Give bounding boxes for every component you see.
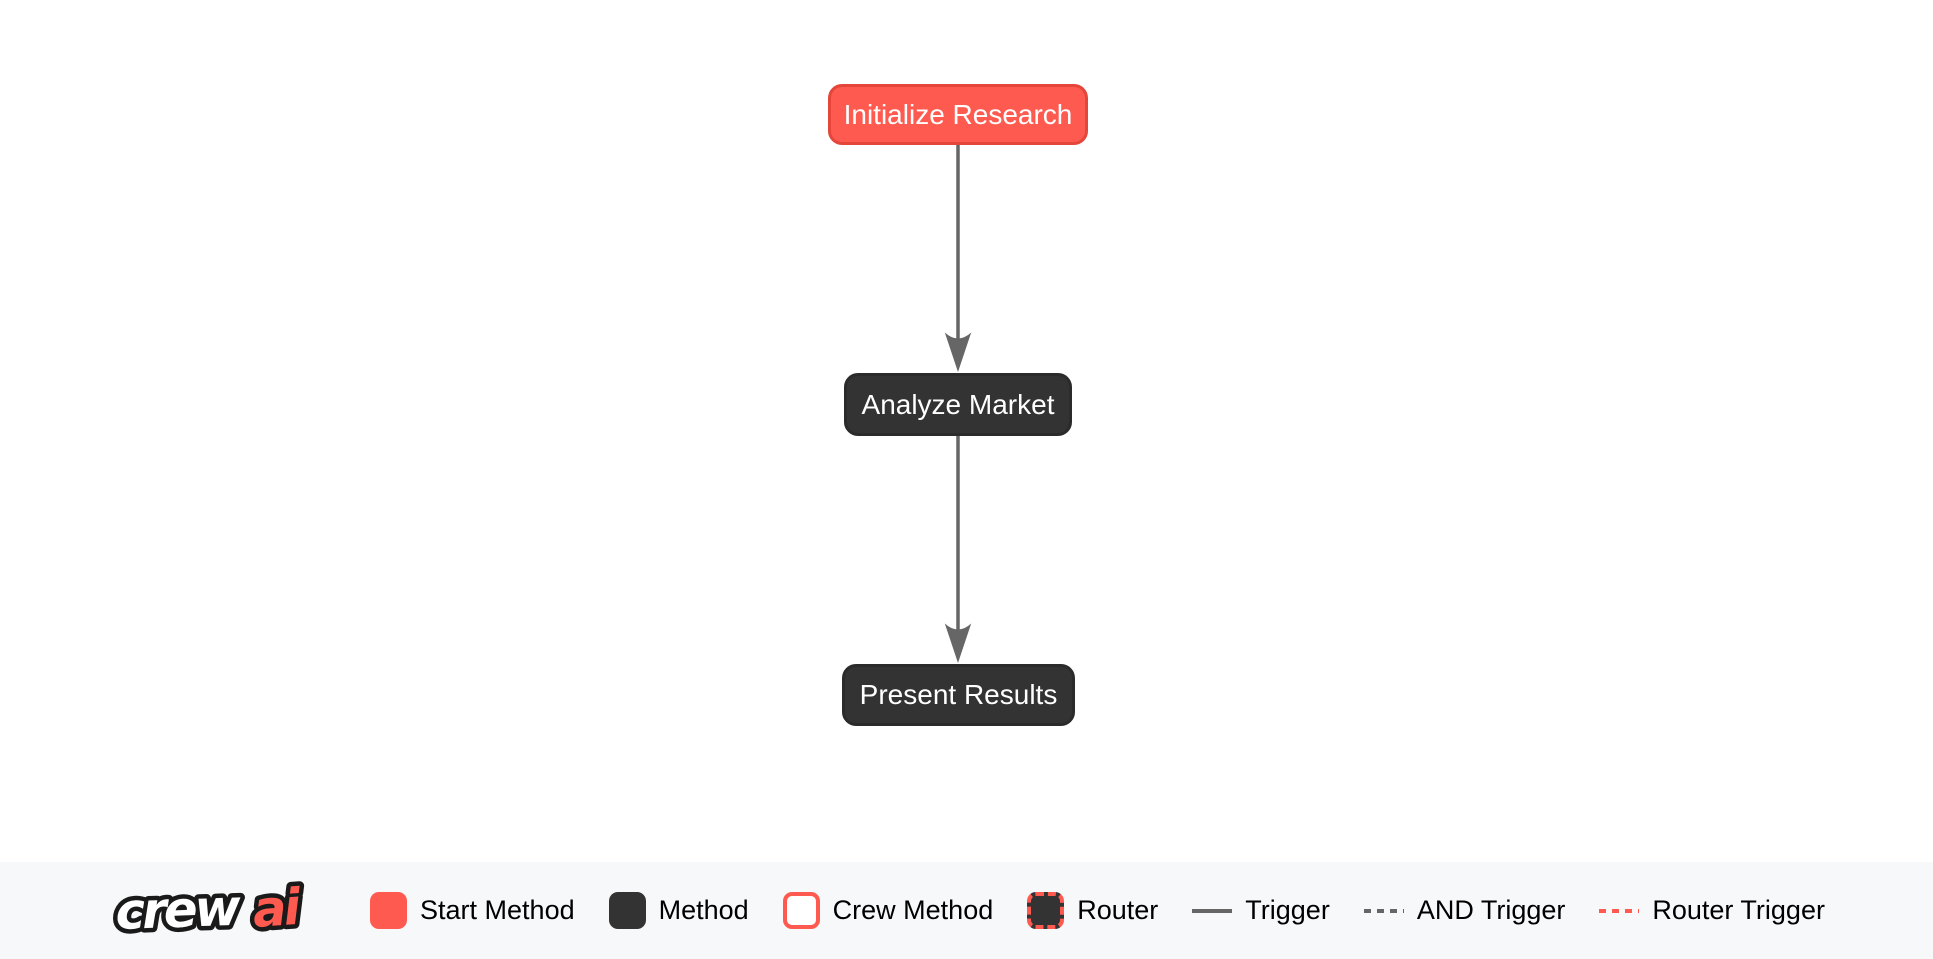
crew-method-swatch-icon xyxy=(782,892,820,929)
legend-item-method: Method xyxy=(608,892,749,929)
legend-label: Router Trigger xyxy=(1652,895,1825,925)
legend-label: Method xyxy=(658,895,749,925)
legend-item-start-method: Start Method xyxy=(370,892,575,929)
trigger-edge-1 xyxy=(944,145,972,372)
node-label: Present Results xyxy=(859,679,1058,710)
node-label: Initialize Research xyxy=(843,98,1073,130)
router-trigger-line-icon xyxy=(1599,908,1640,913)
legend-item-router-trigger: Router Trigger xyxy=(1599,895,1825,926)
trigger-line-icon xyxy=(1192,908,1233,913)
and-trigger-line-icon xyxy=(1363,908,1404,913)
flow-node-present-results[interactable]: Present Results xyxy=(842,664,1075,726)
router-swatch-icon xyxy=(1027,892,1065,929)
legend-bar: crew ai Start Method Method Crew Method … xyxy=(0,862,1933,959)
legend-label: Trigger xyxy=(1245,895,1330,925)
trigger-edge-2 xyxy=(944,436,972,663)
logo-text-crew: crew xyxy=(114,878,242,940)
flow-canvas[interactable]: Initialize Research Analyze Market Prese… xyxy=(0,0,1933,862)
crewai-logo: crew ai xyxy=(110,877,308,945)
legend-item-router: Router xyxy=(1027,892,1158,929)
node-label: Analyze Market xyxy=(861,388,1055,420)
legend-label: AND Trigger xyxy=(1416,895,1566,925)
legend-label: Crew Method xyxy=(832,895,994,925)
legend-label: Router xyxy=(1077,895,1159,925)
flow-node-initialize-research[interactable]: Initialize Research xyxy=(828,84,1088,145)
method-swatch-icon xyxy=(608,892,646,929)
flow-node-analyze-market[interactable]: Analyze Market xyxy=(844,373,1072,436)
logo-text-ai: ai xyxy=(251,877,304,938)
arrowhead-icon xyxy=(944,332,972,372)
legend-label: Start Method xyxy=(420,895,575,925)
legend-item-and-trigger: AND Trigger xyxy=(1363,895,1566,926)
legend-item-trigger: Trigger xyxy=(1192,895,1330,926)
legend-item-crew-method: Crew Method xyxy=(782,892,994,929)
arrowhead-icon xyxy=(944,623,972,663)
start-method-swatch-icon xyxy=(370,892,408,929)
